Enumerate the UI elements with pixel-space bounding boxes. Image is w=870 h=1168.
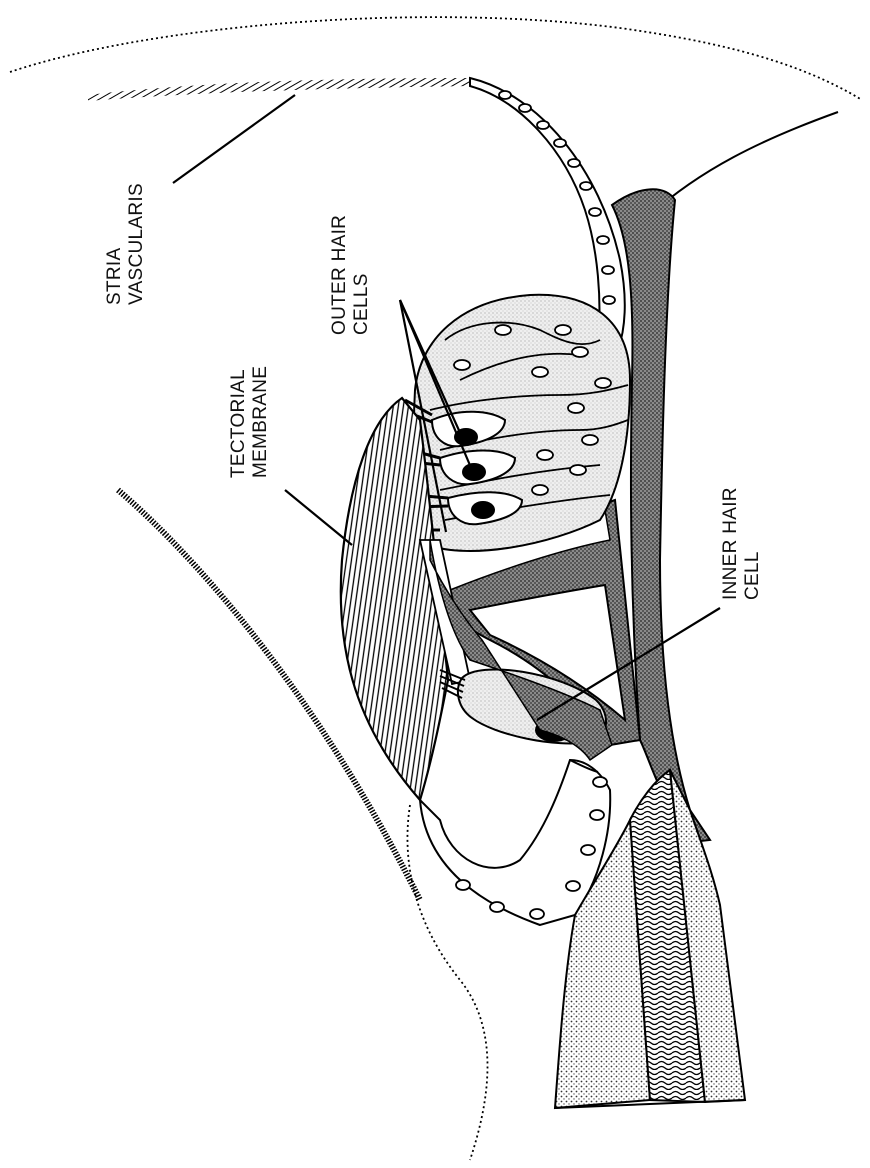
- outer-wall-cell-nuclei: [499, 91, 615, 330]
- outer-wall-curve: [650, 112, 838, 215]
- tectorial-membrane-label-line-1: TECTORIAL: [228, 370, 249, 478]
- stria-vascularis-leader: [173, 95, 295, 183]
- stria-vascularis-label-line-2: VASCULARIS: [126, 183, 147, 305]
- tectorial-membrane-label: TECTORIAL MEMBRANE: [228, 364, 271, 478]
- outer-hair-cells-label-line-2: CELLS: [351, 273, 372, 335]
- tectorial-membrane-leader: [285, 490, 352, 545]
- outer-hair-cell-nucleus-2: [462, 463, 486, 481]
- inner-hair-cell-label-line-2: CELL: [742, 551, 763, 600]
- upper-membrane-dotted-line: [10, 17, 862, 100]
- basilar-membrane: [612, 189, 710, 842]
- inner-hair-cell-label: INNER HAIR CELL: [720, 482, 763, 600]
- outer-hair-cells-label-line-1: OUTER HAIR: [329, 215, 350, 335]
- tectorial-membrane-label-line-2: MEMBRANE: [250, 366, 271, 478]
- stria-vascularis-label-line-1: STRIA: [104, 248, 125, 305]
- inner-hair-cell-label-line-1: INNER HAIR: [720, 487, 741, 600]
- stria-vascularis-band: [88, 78, 470, 101]
- inner-sulcus-cells: [420, 760, 610, 925]
- outer-hair-cells-label: OUTER HAIR CELLS: [329, 209, 372, 335]
- outer-hair-cell-nucleus-3: [471, 501, 495, 519]
- stria-vascularis-label: STRIA VASCULARIS: [104, 183, 147, 305]
